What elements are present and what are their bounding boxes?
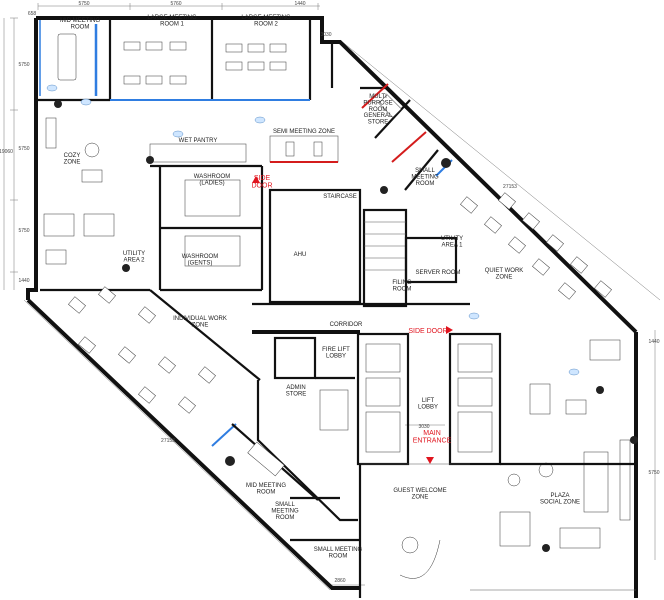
wet-pantry-label: WET PANTRY bbox=[179, 138, 218, 144]
dim-diag-right: 27153 bbox=[503, 184, 517, 190]
ahu-label: AHU bbox=[294, 252, 307, 258]
main-entrance-arrow bbox=[426, 457, 434, 464]
semi-meeting-zone-label: SEMI MEETING ZONE bbox=[273, 129, 335, 135]
dim-top-2: 5760 bbox=[170, 1, 181, 7]
decor bbox=[46, 84, 638, 552]
side-door-right-arrow bbox=[446, 326, 453, 334]
washroom-gents-label: WASHROOM(GENTS) bbox=[182, 254, 218, 267]
top-meeting-rooms bbox=[36, 18, 312, 102]
dim-entrance: 3030 bbox=[418, 424, 429, 430]
dim-top-3: 1440 bbox=[294, 1, 305, 7]
dim-left-3: 5750 bbox=[18, 228, 29, 234]
dim-diag-left: 27153 bbox=[161, 438, 175, 444]
dim-left-1: 5750 bbox=[18, 62, 29, 68]
dim-left-4: 1440 bbox=[18, 278, 29, 284]
dim-top-left: 658 bbox=[28, 11, 37, 17]
dim-right-low: 5750 bbox=[648, 470, 659, 476]
guest-welcome-furniture bbox=[358, 463, 470, 598]
staircase-label: STAIRCASE bbox=[323, 194, 357, 200]
dim-left-total: 19060 bbox=[0, 149, 13, 155]
left-work-zone bbox=[40, 286, 360, 542]
side-door-right-label: SIDE DOOR bbox=[408, 328, 447, 335]
server-room-label: SERVER ROOM bbox=[416, 270, 461, 276]
central-core bbox=[252, 188, 502, 522]
dim-bottom: 2860 bbox=[334, 578, 345, 584]
dimension-lines bbox=[3, 3, 661, 591]
side-door-left-arrow bbox=[252, 176, 260, 183]
dim-right-top: 3030 bbox=[320, 32, 331, 38]
plaza-social-zone-furniture bbox=[470, 339, 636, 591]
dim-top-1: 5750 bbox=[78, 1, 89, 7]
corridor-label: CORRIDOR bbox=[330, 322, 363, 328]
dimension-labels: 5750 5760 1440 658 3030 5750 5750 5750 1… bbox=[0, 1, 660, 584]
washroom-ladies-label: WASHROOM(LADIES) bbox=[194, 174, 230, 187]
left-cozy-zone bbox=[43, 117, 115, 265]
blank-panel bbox=[0, 488, 185, 600]
dim-right-mid: 1440 bbox=[648, 339, 659, 345]
right-top-rooms bbox=[330, 42, 453, 191]
quiet-work-zone bbox=[460, 192, 612, 300]
dim-left-2: 5750 bbox=[18, 146, 29, 152]
core-top bbox=[149, 135, 339, 292]
